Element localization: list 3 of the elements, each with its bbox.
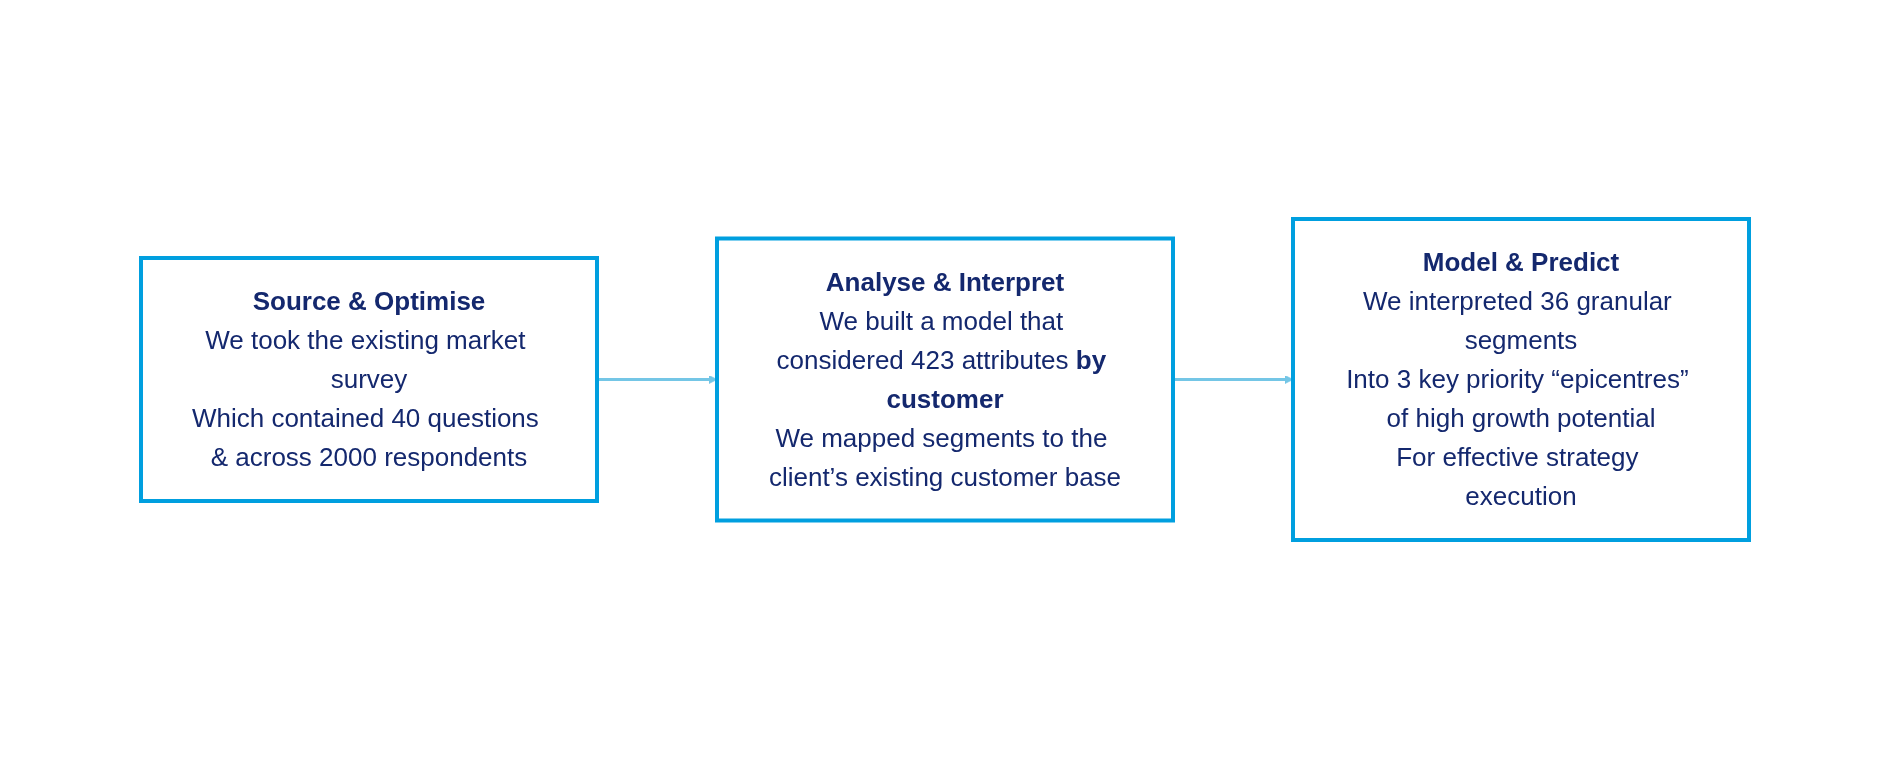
node-box: Source & Optimise We took the existing market survey Which contained 40 questions & across 2000 respondents [138,256,599,503]
node-box: Analyse & Interpret We built a model that considered 423 attributes by customer We mapped segments to the client’s existing customer base [714,236,1175,523]
node-box: Model & Predict We interpreted 36 granular segments Into 3 key priority “epicentres” of high growth potential For effective strategy execution [1290,217,1751,542]
